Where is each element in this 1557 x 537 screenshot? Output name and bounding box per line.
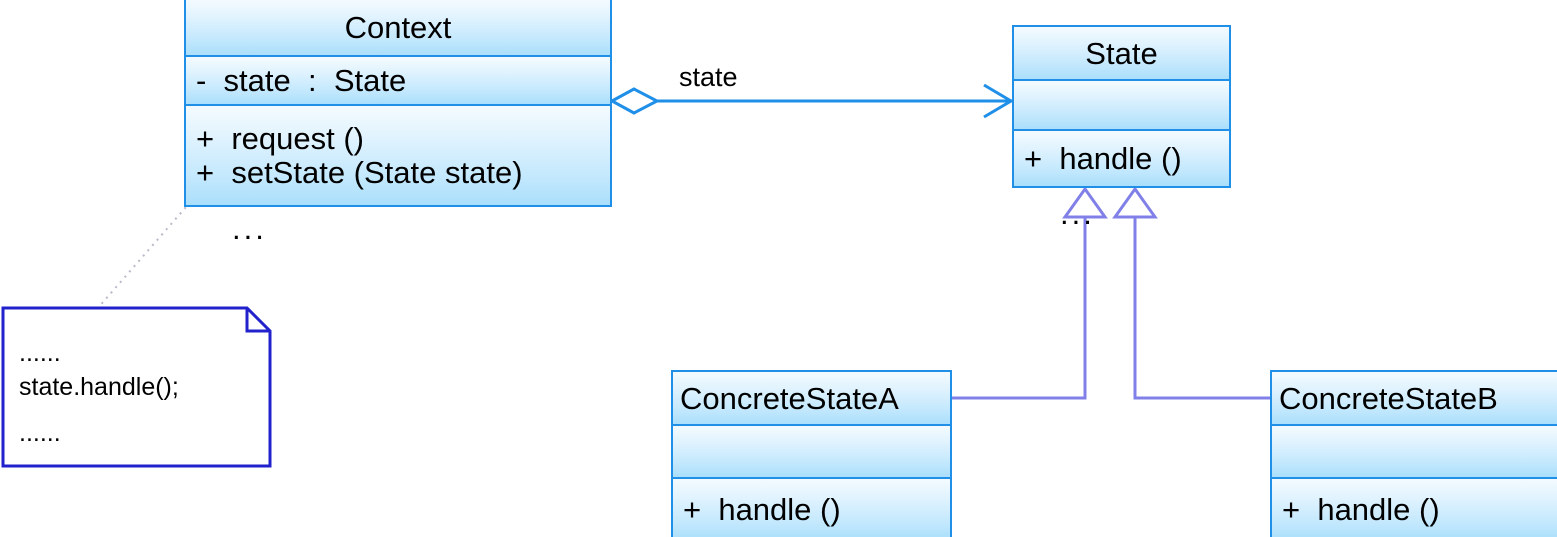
- operations-compartment-concrete-state-a: + handle (): [673, 477, 950, 537]
- generalization-triangle-icon-b: [1112, 186, 1158, 219]
- attributes-compartment-concrete-state-b: [1272, 424, 1557, 477]
- operation-handle-concrete-state-a: + handle (): [683, 491, 841, 527]
- class-name-compartment-concrete-state-b: ConcreteStateB: [1272, 372, 1557, 424]
- note-box[interactable]: ...... state.handle(); ......: [3, 308, 271, 467]
- association-open-arrow-icon: [983, 83, 1014, 119]
- operation-request: + request (): [196, 121, 364, 157]
- operations-compartment-context: + request () + setState (State state): [186, 104, 610, 205]
- note-anchor-dashed-line: [96, 206, 187, 310]
- association-label-state: state: [679, 62, 738, 92]
- class-box-context[interactable]: Context - state : State + request () + s…: [184, 0, 612, 207]
- operation-set-state: + setState (State state): [196, 154, 523, 190]
- attributes-compartment-state: [1014, 79, 1229, 129]
- class-name-context: Context: [344, 10, 452, 45]
- note-line-1: ......: [19, 339, 61, 367]
- class-name-concrete-state-b: ConcreteStateB: [1279, 380, 1498, 416]
- class-box-state[interactable]: State + handle (): [1012, 25, 1231, 188]
- class-name-compartment-state: State: [1014, 27, 1229, 79]
- operation-handle-concrete-state-b: + handle (): [1282, 491, 1440, 527]
- attribute-state: - state : State: [196, 62, 407, 98]
- class-box-concrete-state-b[interactable]: ConcreteStateB + handle (): [1270, 370, 1557, 537]
- context-trailing-ellipsis: ...: [232, 211, 267, 246]
- note-line-2: state.handle();: [19, 373, 179, 401]
- generalization-path-b: [1133, 216, 1270, 400]
- class-name-compartment-concrete-state-a: ConcreteStateA: [673, 372, 950, 424]
- class-name-state: State: [1085, 35, 1158, 71]
- class-name-compartment-context: Context: [186, 0, 610, 55]
- operations-compartment-state: + handle (): [1014, 129, 1229, 186]
- class-name-concrete-state-a: ConcreteStateA: [680, 380, 899, 416]
- generalization-path-a: [952, 216, 1087, 400]
- operations-compartment-concrete-state-b: + handle (): [1272, 477, 1557, 537]
- subclasses-ellipsis: ...: [1060, 196, 1095, 231]
- operation-handle-state: + handle (): [1024, 140, 1182, 176]
- note-line-3: ......: [19, 419, 61, 447]
- class-box-concrete-state-a[interactable]: ConcreteStateA + handle (): [671, 370, 952, 537]
- aggregation-diamond-icon: [608, 87, 661, 115]
- attributes-compartment-context: - state : State: [186, 55, 610, 104]
- attributes-compartment-concrete-state-a: [673, 424, 950, 477]
